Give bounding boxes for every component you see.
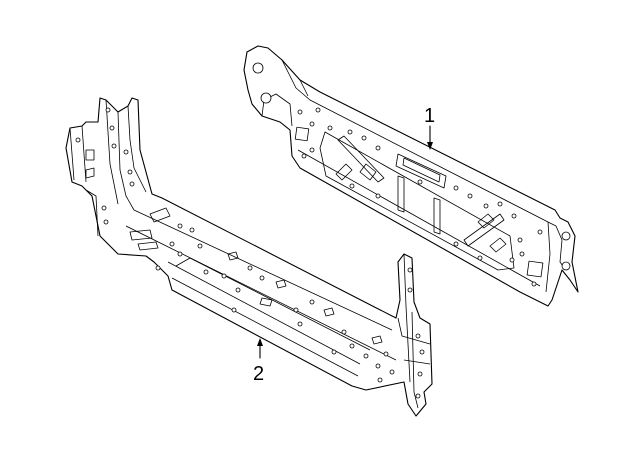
callout-2-arrowhead xyxy=(257,338,263,346)
callout-1: 1 xyxy=(424,105,435,150)
part-1-rear-panel xyxy=(243,45,579,307)
callout-1-label: 1 xyxy=(424,105,435,127)
callout-2: 2 xyxy=(253,338,264,385)
callout-2-label: 2 xyxy=(253,363,264,385)
part-2-holes xyxy=(105,107,425,399)
part-1-holes xyxy=(297,107,543,287)
callout-1-arrowhead xyxy=(427,142,433,150)
part-2-rear-member xyxy=(65,97,433,417)
